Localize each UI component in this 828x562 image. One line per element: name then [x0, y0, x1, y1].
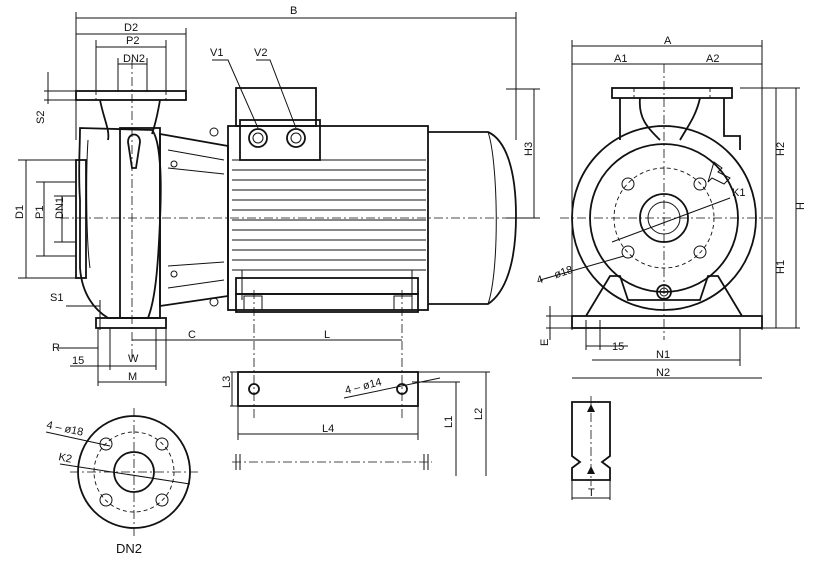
dim-A1: A1 — [614, 53, 627, 65]
dim-N2: N2 — [656, 367, 670, 379]
dim-C: C — [188, 329, 196, 341]
dim-15-left: 15 — [72, 355, 84, 367]
flange-caption: DN2 — [116, 541, 142, 556]
dim-M: M — [128, 371, 137, 383]
motor-cooling-fins — [232, 159, 426, 271]
dim-D2: D2 — [124, 22, 138, 34]
dim-S1: S1 — [50, 292, 63, 304]
dim-P1: P1 — [34, 206, 46, 219]
dim-H3: H3 — [523, 142, 535, 156]
dim-15-right: 15 — [612, 341, 624, 353]
dim-A: A — [664, 35, 672, 47]
dim-A2: A2 — [706, 53, 719, 65]
dim-K1: K1 — [732, 187, 745, 199]
dim-W: W — [128, 353, 139, 365]
dim-H2: H2 — [775, 142, 787, 156]
dim-E: E — [539, 339, 551, 346]
dim-DN2-top: DN2 — [123, 53, 145, 65]
dim-K2: K2 — [57, 451, 73, 466]
dim-L3: L3 — [221, 376, 233, 388]
end-view: A A1 A2 K1 4 – ø18 — [535, 35, 807, 500]
side-view: B D2 P2 DN2 S2 D1 — [14, 5, 540, 476]
dim-S2: S2 — [35, 111, 47, 124]
dim-L4: L4 — [322, 423, 334, 435]
label-V2: V2 — [254, 47, 267, 59]
dim-D1: D1 — [14, 205, 26, 219]
dim-H: H — [795, 202, 807, 210]
dim-DN1: DN1 — [54, 197, 66, 219]
flange-detail: 4 – ø18 K2 DN2 — [45, 408, 198, 556]
dim-B: B — [290, 5, 297, 17]
dim-L2: L2 — [473, 408, 485, 420]
dim-N1: N1 — [656, 349, 670, 361]
label-V1: V1 — [210, 47, 223, 59]
dim-H1: H1 — [775, 260, 787, 274]
dim-R: R — [52, 342, 60, 354]
dim-T: T — [588, 487, 595, 499]
dim-L1: L1 — [443, 416, 455, 428]
dim-L: L — [324, 329, 330, 341]
terminal-box — [235, 87, 317, 127]
dim-P2: P2 — [126, 35, 139, 47]
